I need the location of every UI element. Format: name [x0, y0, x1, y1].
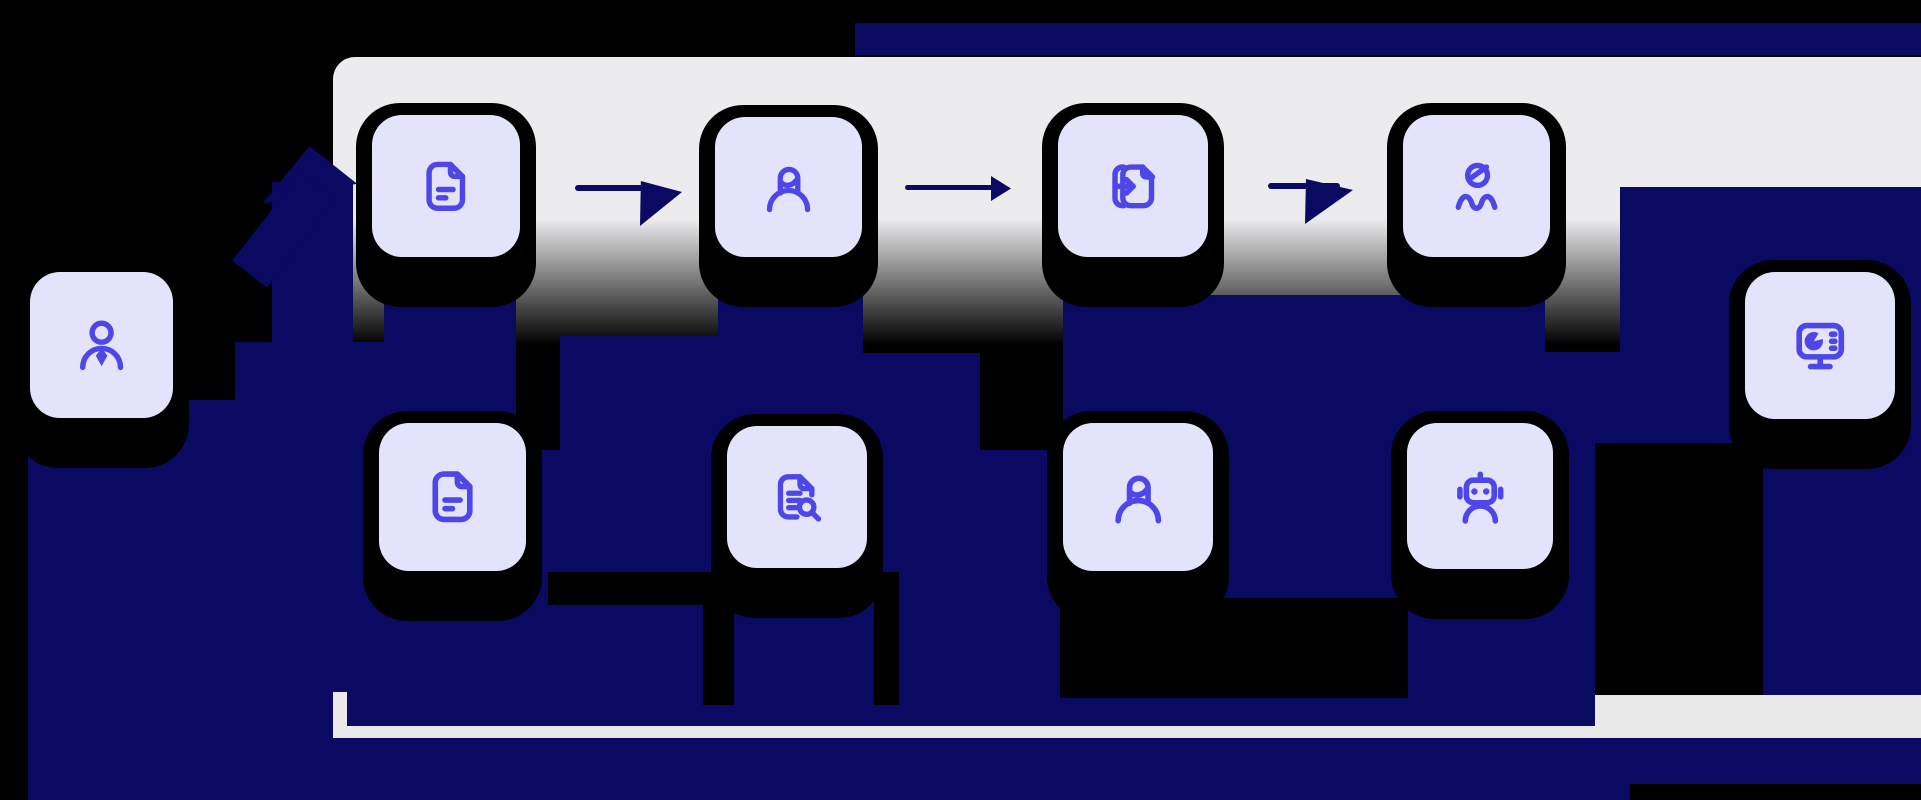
- card-document-2: [379, 423, 526, 571]
- shadow-strip: [874, 572, 899, 705]
- redacted-text-block: [174, 400, 380, 452]
- user-slash-icon: [1455, 162, 1498, 211]
- shadow-strip: [1630, 784, 1921, 800]
- monitor-pie-icon: [1796, 322, 1844, 370]
- card-person-2: [1063, 423, 1213, 571]
- card-file-export: [1058, 115, 1208, 257]
- arrow-shaft: [1268, 183, 1340, 189]
- light-connector-line: [333, 726, 1595, 738]
- arrow-shaft: [575, 185, 648, 191]
- arrow-shaft: [905, 185, 993, 190]
- file-text-icon: [432, 471, 473, 523]
- user-hair-icon: [1115, 475, 1161, 524]
- card-monitor: [1745, 272, 1895, 419]
- shadow-strip: [1595, 443, 1763, 697]
- user-hair-icon: [766, 166, 811, 213]
- card-file-search: [727, 426, 867, 568]
- redacted-text-block: [863, 353, 980, 452]
- card-person-approve: [1403, 115, 1550, 257]
- shadow-strip: [548, 572, 705, 605]
- file-export-icon: [1112, 163, 1156, 208]
- card-person-review: [715, 117, 862, 257]
- card-document: [372, 115, 520, 257]
- file-text-icon: [426, 161, 466, 211]
- card-robot: [1407, 423, 1553, 569]
- robot-icon: [1456, 471, 1504, 524]
- redacted-title-bar: [855, 23, 1921, 55]
- light-connector-line: [1595, 695, 1921, 738]
- card-user: [30, 272, 173, 418]
- file-search-icon: [777, 473, 822, 522]
- user-tie-icon: [79, 320, 124, 370]
